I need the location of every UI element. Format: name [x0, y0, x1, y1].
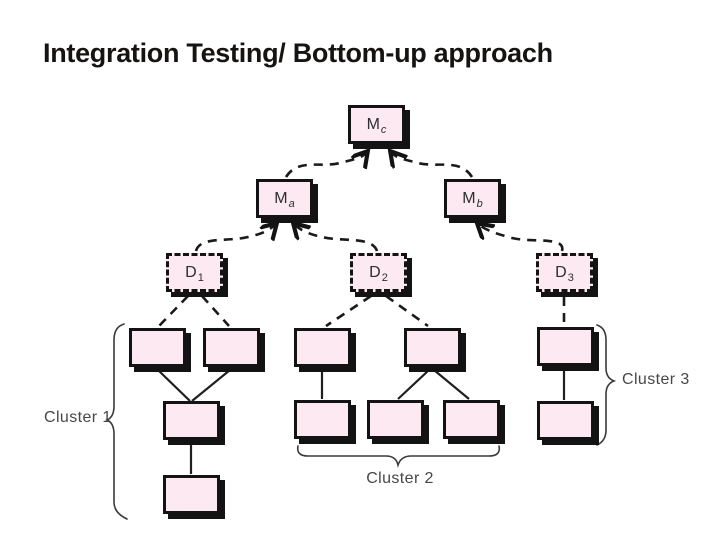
node-mc: Mc: [348, 105, 405, 144]
cluster2-box-1: [294, 328, 351, 367]
edge-d1-cluster1-right: [201, 295, 230, 327]
cluster2-label: Cluster 2: [366, 470, 434, 487]
node-d2: D2: [350, 253, 407, 292]
cluster1-link-left: [157, 369, 191, 402]
cluster2-box-5: [443, 400, 500, 439]
cluster3-box-1: [537, 327, 594, 366]
cluster2-box-2: [404, 328, 461, 367]
node-ma: Ma: [256, 179, 313, 218]
cluster1-box-3: [163, 401, 220, 440]
cluster3-brace: [596, 324, 617, 446]
cluster3-box-2: [537, 401, 594, 440]
node-d1-label: D1: [185, 263, 204, 284]
cluster1-box-4: [163, 475, 220, 514]
cluster1-box-1: [129, 328, 186, 367]
cluster1-label: Cluster 1: [44, 409, 112, 426]
cluster1-link-right: [191, 369, 231, 402]
edge-d2-ma: [294, 224, 379, 252]
edge-d2-cluster2-left: [325, 294, 372, 328]
edge-d1-ma: [194, 224, 276, 252]
node-d3-label: D3: [555, 263, 574, 284]
node-d3: D3: [536, 253, 593, 292]
cluster2-box-4: [367, 400, 424, 439]
edge-mb-mc: [391, 152, 474, 178]
slide-title: Integration Testing/ Bottom-up approach: [43, 38, 553, 68]
edge-ma-mc: [284, 152, 367, 178]
edge-d2-cluster2-right: [385, 294, 429, 328]
node-d1: D1: [166, 253, 223, 292]
node-mb: Mb: [444, 179, 501, 218]
cluster1-brace: [104, 323, 128, 520]
cluster2-link-right: [433, 369, 470, 400]
cluster1-box-2: [203, 328, 260, 367]
cluster3-label: Cluster 3: [622, 371, 690, 388]
node-ma-label: Ma: [274, 189, 295, 210]
cluster2-box-3: [294, 400, 351, 439]
node-mc-label: Mc: [366, 115, 387, 136]
cluster2-brace: [296, 445, 501, 468]
cluster2-link-mid: [397, 369, 430, 400]
node-d2-label: D2: [369, 263, 388, 284]
edge-d1-cluster1-left: [158, 295, 189, 327]
node-mb-label: Mb: [462, 189, 483, 210]
edge-d3-mb: [478, 224, 564, 252]
